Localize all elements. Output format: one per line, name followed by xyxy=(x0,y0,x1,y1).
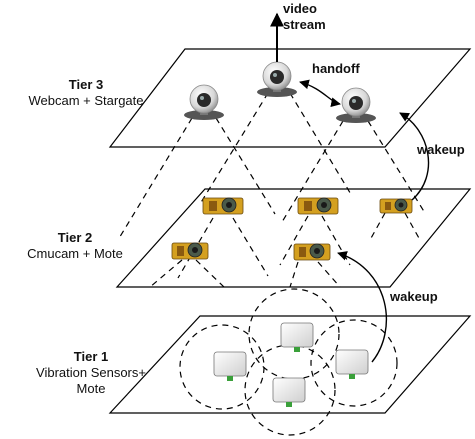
vibration-sensor-icon xyxy=(280,322,314,352)
wakeup-label-upper: wakeup xyxy=(417,142,465,157)
tier1-label: Tier 1 Vibration Sensors+ Mote xyxy=(0,349,182,397)
tier3-label: Tier 3 Webcam + Stargate xyxy=(0,77,172,109)
tier1-title: Tier 1 xyxy=(73,349,109,364)
cmucam-mote-icon xyxy=(297,197,339,215)
vibration-sensor-icon xyxy=(272,377,306,407)
tier2-title: Tier 2 xyxy=(57,230,93,245)
tier1-subtitle-line1: Vibration Sensors+ xyxy=(36,365,146,380)
wakeup-label-lower: wakeup xyxy=(390,289,438,304)
cmucam-mote-icon xyxy=(171,242,209,260)
cmucam-mote-icon xyxy=(293,243,331,261)
video-stream-label: video stream xyxy=(283,1,326,33)
vibration-sensor-icon xyxy=(213,351,247,381)
tier3-plane xyxy=(108,48,472,148)
tier2-label: Tier 2 Cmucam + Mote xyxy=(0,230,150,262)
tier3-title: Tier 3 xyxy=(68,77,104,92)
tier1-plane xyxy=(108,315,472,414)
vibration-sensor-icon xyxy=(335,349,369,379)
handoff-label: handoff xyxy=(312,61,360,76)
video-stream-line2: stream xyxy=(283,17,326,32)
tier2-plane xyxy=(115,188,472,288)
cmucam-mote-icon xyxy=(379,198,413,214)
tier3-subtitle: Webcam + Stargate xyxy=(28,93,144,108)
webcam-icon xyxy=(257,61,297,97)
handoff-arrow xyxy=(299,79,341,108)
tier2-subtitle: Cmucam + Mote xyxy=(27,246,123,261)
webcam-icon xyxy=(184,84,224,120)
tier3-coverage-cones xyxy=(117,92,426,241)
webcam-icon xyxy=(336,87,376,123)
wakeup-arrow-upper xyxy=(399,112,430,201)
tier1-subtitle-line2: Mote xyxy=(76,381,106,396)
video-stream-line1: video xyxy=(283,1,317,16)
wakeup-arrow-lower xyxy=(337,251,388,363)
cmucam-mote-icon xyxy=(202,197,244,215)
